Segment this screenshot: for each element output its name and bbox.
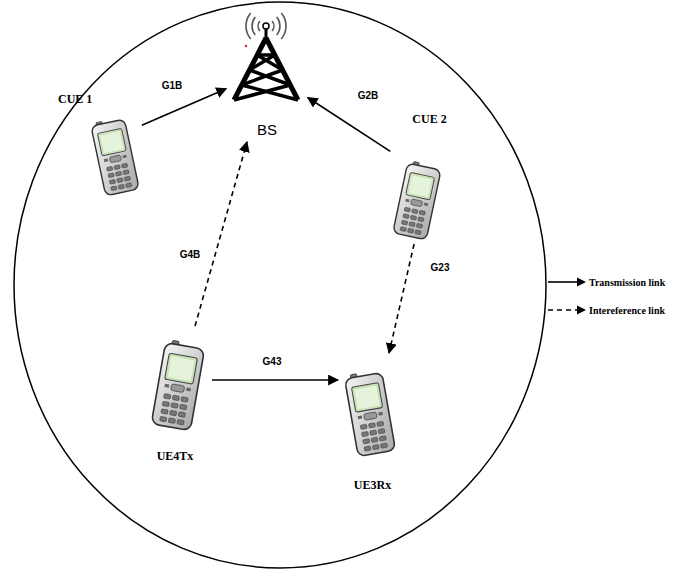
legend-sample bbox=[548, 304, 586, 316]
legend-entry: Transmission link bbox=[548, 274, 665, 290]
transmission-link bbox=[142, 89, 226, 126]
node-label: CUE 1 bbox=[58, 92, 92, 107]
legend-text: Transmission link bbox=[589, 277, 665, 288]
link-gain-label: G4B bbox=[178, 249, 203, 261]
legend-text: Intereference link bbox=[589, 305, 665, 316]
legend-entry: Intereference link bbox=[548, 302, 665, 318]
cellular-user: CUE 1 bbox=[55, 92, 140, 197]
phone-icon bbox=[344, 369, 395, 456]
transmission-link bbox=[212, 379, 338, 381]
node-label: BS bbox=[257, 121, 277, 138]
interference-link bbox=[389, 244, 414, 353]
phone-icon bbox=[393, 160, 442, 240]
interference-link bbox=[195, 142, 247, 326]
link-gain-label: G43 bbox=[261, 356, 284, 368]
bs-tower bbox=[234, 13, 298, 100]
base-station: BS bbox=[228, 2, 306, 140]
node-label: UE3Rx bbox=[354, 478, 391, 493]
legend-arrowhead bbox=[577, 278, 586, 287]
cell-boundary bbox=[14, 2, 546, 568]
node-label: CUE 2 bbox=[412, 112, 446, 127]
legend-line bbox=[548, 281, 578, 283]
legend-arrowhead bbox=[577, 306, 586, 315]
transmission-link bbox=[308, 98, 391, 152]
legend: Transmission linkIntereference link bbox=[548, 274, 665, 330]
phone-icon bbox=[151, 339, 205, 430]
legend-sample bbox=[548, 276, 586, 288]
d2d-receiver: UE3Rx bbox=[340, 355, 405, 495]
phone-icon bbox=[90, 116, 139, 196]
link-gain-label: G1B bbox=[160, 80, 185, 92]
link-gain-label: G23 bbox=[429, 262, 452, 274]
node-label: UE4Tx bbox=[157, 449, 194, 464]
link-gain-label: G2B bbox=[356, 90, 381, 102]
d2d-transmitter: UE4Tx bbox=[140, 328, 210, 466]
cellular-user: CUE 2 bbox=[392, 112, 467, 242]
legend-line bbox=[548, 309, 578, 311]
